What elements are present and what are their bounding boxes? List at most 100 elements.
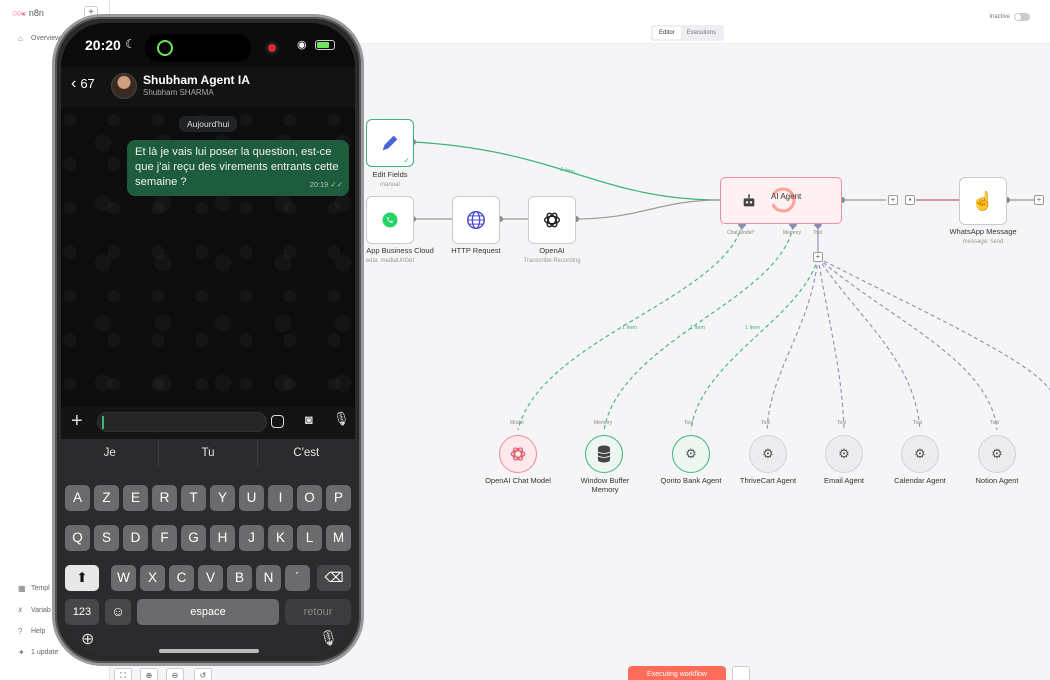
fit-view-button[interactable]: ⛶ bbox=[114, 668, 132, 680]
sticker-icon[interactable] bbox=[271, 415, 284, 428]
subnode-openai-chat-model[interactable] bbox=[499, 435, 537, 473]
subnode-window-buffer-memory[interactable] bbox=[585, 435, 623, 473]
sidebar-item-help[interactable]: ? Help bbox=[18, 627, 45, 636]
help-icon: ? bbox=[18, 627, 23, 636]
add-tool-button[interactable]: + bbox=[813, 252, 823, 262]
chat-header: ‹ 67 Shubham Agent IA Shubham SHARMA bbox=[61, 67, 355, 107]
key[interactable]: O bbox=[297, 485, 322, 511]
subnode-qonto-bank-agent[interactable]: ⚙ bbox=[672, 435, 710, 473]
key[interactable]: E bbox=[123, 485, 148, 511]
sidebar-item-overview[interactable]: ⌂ Overview bbox=[18, 34, 60, 43]
contact-name[interactable]: Shubham Agent IA bbox=[143, 73, 250, 87]
sidebar-item-variables[interactable]: 𝑥 Variab bbox=[18, 605, 51, 615]
key[interactable]: U bbox=[239, 485, 264, 511]
n8n-brand: n8n bbox=[28, 8, 44, 18]
globe-icon[interactable]: ⊕ bbox=[81, 631, 95, 648]
node-http-request[interactable] bbox=[452, 196, 500, 244]
record-indicator-icon bbox=[265, 41, 279, 55]
microphone-icon[interactable]: 🎙 bbox=[333, 411, 350, 426]
emoji-key[interactable]: ☺ bbox=[105, 599, 131, 625]
delete-connection-button[interactable]: ▪ bbox=[905, 195, 915, 205]
text-cursor bbox=[102, 416, 104, 429]
tab-executions[interactable]: Executions bbox=[686, 30, 717, 36]
camera-icon[interactable]: ◙ bbox=[305, 412, 313, 427]
node-label-ai-agent: AI Agent bbox=[771, 192, 802, 201]
reset-zoom-button[interactable]: ↺ bbox=[194, 668, 212, 680]
key[interactable]: A bbox=[65, 485, 90, 511]
key[interactable]: H bbox=[210, 525, 235, 551]
suggestion-item[interactable]: Je bbox=[61, 439, 160, 467]
subnode-label: OpenAI Chat Model bbox=[485, 476, 551, 485]
key[interactable]: L bbox=[297, 525, 322, 551]
key[interactable]: I bbox=[268, 485, 293, 511]
edge-label: 1 item bbox=[622, 325, 637, 331]
add-node-button[interactable]: + bbox=[888, 195, 898, 205]
node-ai-agent[interactable]: AI Agent Chat Model* Memory Tool bbox=[720, 177, 842, 236]
key[interactable]: V bbox=[198, 565, 223, 591]
zoom-out-button[interactable]: ⊖ bbox=[166, 668, 184, 680]
key[interactable]: K bbox=[268, 525, 293, 551]
key[interactable]: B bbox=[227, 565, 252, 591]
key[interactable]: Z bbox=[94, 485, 119, 511]
subnode-label: Notion Agent bbox=[975, 476, 1019, 485]
attach-plus-icon[interactable]: + bbox=[71, 410, 83, 432]
outgoing-message[interactable]: Et là je vais lui poser la question, est… bbox=[127, 140, 349, 196]
whatsapp-icon bbox=[382, 212, 398, 228]
key[interactable]: J bbox=[239, 525, 264, 551]
zoom-in-button[interactable]: ⊕ bbox=[140, 668, 158, 680]
contact-avatar[interactable] bbox=[111, 73, 137, 99]
sidebar-item-templates[interactable]: ▦ Templ bbox=[18, 584, 50, 593]
workflow-active-toggle[interactable]: Inactive bbox=[989, 13, 1030, 21]
key[interactable]: W bbox=[111, 565, 136, 591]
subnode-thrivecart-agent[interactable]: ⚙ bbox=[749, 435, 787, 473]
key[interactable]: R bbox=[152, 485, 177, 511]
key[interactable]: ´ bbox=[285, 565, 310, 591]
backspace-key[interactable]: ⌫ bbox=[317, 565, 351, 591]
toggle-switch[interactable] bbox=[1014, 13, 1030, 21]
key[interactable]: M bbox=[326, 525, 351, 551]
subnode-role: Tool bbox=[684, 420, 694, 426]
return-key[interactable]: retour bbox=[285, 599, 351, 625]
add-node-end-button[interactable]: + bbox=[1034, 195, 1044, 205]
subnode-notion-agent[interactable]: ⚙ bbox=[978, 435, 1016, 473]
back-button[interactable]: ‹ 67 bbox=[71, 75, 95, 91]
key[interactable]: T bbox=[181, 485, 206, 511]
message-text: Et là je vais lui poser la question, est… bbox=[135, 146, 339, 188]
suggestion-item[interactable]: Tu bbox=[159, 439, 258, 467]
tab-editor[interactable]: Editor bbox=[653, 27, 681, 39]
subnode-label: Qonto Bank Agent bbox=[660, 476, 722, 485]
spinner-icon bbox=[770, 187, 796, 213]
key[interactable]: N bbox=[256, 565, 281, 591]
node-openai[interactable] bbox=[528, 196, 576, 244]
n8n-logo[interactable]: ○○∝ n8n bbox=[12, 8, 44, 18]
space-key[interactable]: espace bbox=[137, 599, 279, 625]
stop-execution-button[interactable] bbox=[732, 666, 750, 680]
key-row-3: ⬆ W X C V B N ´ ⌫ bbox=[61, 565, 355, 591]
subnode-email-agent[interactable]: ⚙ bbox=[825, 435, 863, 473]
globe-icon bbox=[467, 211, 485, 229]
numbers-key[interactable]: 123 bbox=[65, 599, 99, 625]
sidebar-label-overview: Overview bbox=[31, 35, 61, 42]
key[interactable]: P bbox=[326, 485, 351, 511]
workflow-icon: ⚙ bbox=[685, 446, 697, 461]
dictation-mic-icon[interactable]: 🎙 bbox=[319, 630, 339, 647]
suggestion-item[interactable]: C'est bbox=[293, 447, 320, 459]
executing-workflow-button[interactable]: Executing workflow bbox=[628, 666, 726, 680]
subnode-calendar-agent[interactable]: ⚙ bbox=[901, 435, 939, 473]
message-input[interactable] bbox=[97, 412, 267, 432]
templates-icon: ▦ bbox=[18, 584, 26, 593]
key[interactable]: Y bbox=[210, 485, 235, 511]
key[interactable]: Q bbox=[65, 525, 90, 551]
key[interactable]: S bbox=[94, 525, 119, 551]
key[interactable]: G bbox=[181, 525, 206, 551]
shift-key[interactable]: ⬆ bbox=[65, 565, 99, 591]
key[interactable]: D bbox=[123, 525, 148, 551]
key[interactable]: C bbox=[169, 565, 194, 591]
key[interactable]: F bbox=[152, 525, 177, 551]
sidebar-item-update[interactable]: ✦ 1 update bbox=[18, 648, 58, 657]
key[interactable]: X bbox=[140, 565, 165, 591]
node-whatsapp-message[interactable]: ☝ bbox=[959, 177, 1007, 225]
node-edit-fields[interactable]: ✓ bbox=[366, 119, 414, 167]
node-whatsapp-trigger[interactable] bbox=[366, 196, 414, 244]
